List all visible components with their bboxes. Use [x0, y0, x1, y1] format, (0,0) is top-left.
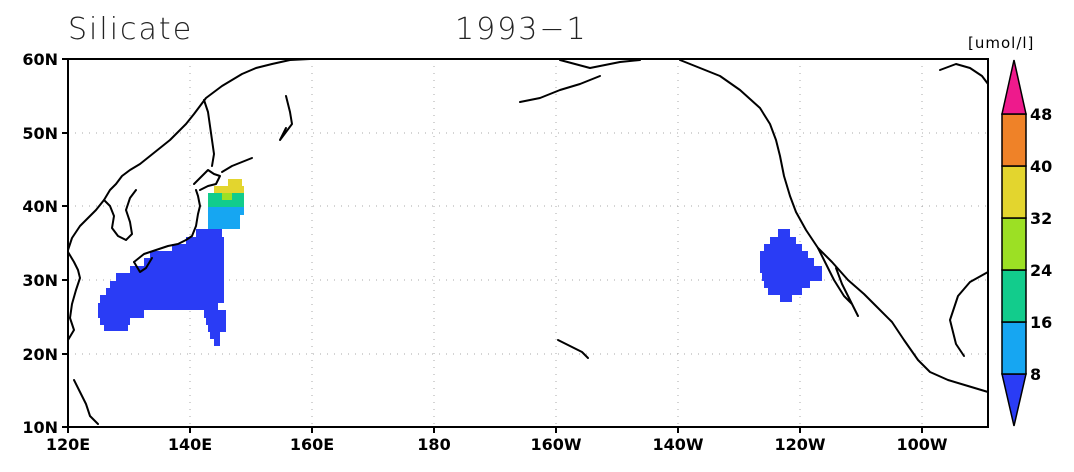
colorbar-level: 48 [1030, 105, 1052, 124]
mexico-gulf [949, 271, 989, 357]
colorbar-level: 24 [1030, 261, 1052, 280]
colorbar-level: 16 [1030, 313, 1052, 332]
kuril-24-32 [222, 193, 232, 200]
kuril-32-40-b [228, 179, 242, 186]
baja [817, 247, 859, 317]
kuril-8-16-b [208, 207, 244, 215]
lon-label: 140E [168, 435, 212, 454]
sakhalin [203, 99, 215, 167]
lat-label: 20N [22, 345, 58, 364]
lat-label: 60N [22, 50, 58, 69]
colorbar-level: 8 [1030, 365, 1041, 384]
lon-label: 140W [652, 435, 703, 454]
coastlines [67, 58, 989, 425]
colorbar-band [1001, 269, 1027, 323]
kuril-16-24-c [232, 193, 244, 200]
lon-label: 160E [290, 435, 334, 454]
kuril-silicate-patch [208, 179, 244, 229]
units-label: [umol/l] [968, 34, 1035, 52]
lon-label: 160W [530, 435, 581, 454]
colorbar-band [1001, 113, 1027, 167]
kamchatka [279, 95, 293, 141]
kuril-32-40 [214, 186, 244, 193]
aleutians [519, 75, 601, 103]
japan-main [133, 189, 201, 263]
east-pacific-low-silicate [760, 229, 822, 302]
lat-label: 50N [22, 124, 58, 143]
colorbar-band [1001, 321, 1027, 375]
hokkaido [193, 169, 221, 191]
hudson-coast [939, 63, 989, 85]
philippines [73, 379, 99, 425]
kurils [221, 157, 253, 173]
lon-label: 100W [896, 435, 947, 454]
colorbar-high-triangle [1001, 59, 1027, 115]
lat-label: 10N [22, 418, 58, 437]
axis-ticks [62, 58, 923, 433]
lon-label: 120W [774, 435, 825, 454]
kuril-16-24 [208, 200, 244, 207]
lon-label: 180 [417, 435, 450, 454]
colorbar-band [1001, 165, 1027, 219]
variable-title: Silicate [68, 12, 194, 47]
colorbar-level: 40 [1030, 157, 1052, 176]
asia-coast [67, 58, 311, 251]
colorbar [1001, 59, 1027, 427]
japan-kyushu [133, 257, 153, 273]
korea [103, 189, 137, 241]
map-frame [67, 58, 989, 428]
lat-label: 30N [22, 271, 58, 290]
west-pacific-low-silicate [98, 229, 226, 346]
kuril-8-16 [208, 215, 240, 229]
china-coast [67, 251, 81, 341]
lat-label: 40N [22, 197, 58, 216]
colorbar-level: 32 [1030, 209, 1052, 228]
kuril-16-24-b [208, 193, 222, 200]
alaska-coast [559, 59, 989, 393]
lon-label: 120E [46, 435, 90, 454]
colorbar-low-triangle [1001, 373, 1027, 427]
colorbar-band [1001, 217, 1027, 271]
hawaii [557, 339, 589, 359]
period-title: 1993−1 [455, 12, 588, 47]
